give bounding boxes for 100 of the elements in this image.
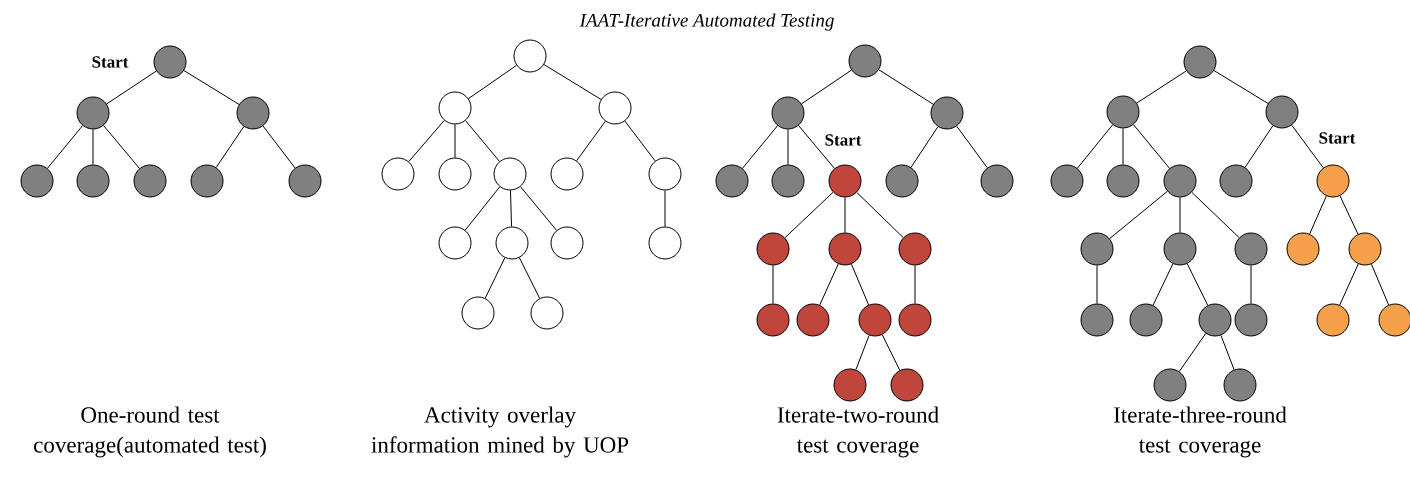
tree-node: [550, 226, 584, 260]
tree-edge: [454, 124, 456, 158]
tree-node: [438, 91, 472, 125]
tree-node: [288, 164, 322, 198]
tree-node: [858, 303, 892, 337]
tree-node: [598, 91, 632, 125]
tree-node: [1198, 303, 1232, 337]
tree-edge: [215, 126, 245, 168]
tree-node: [236, 96, 270, 130]
tree-edge: [464, 186, 501, 231]
tree-node: [381, 157, 415, 191]
tree-edge: [468, 64, 517, 100]
tree-node: [1153, 368, 1187, 402]
tree-node: [980, 164, 1014, 198]
tree-node: [1286, 232, 1320, 266]
start-label: Start: [1319, 132, 1356, 144]
tree-node: [1234, 232, 1268, 266]
tree-edge: [664, 190, 666, 227]
tree-edge: [1179, 197, 1181, 233]
caption: Iterate-three-round test coverage: [1114, 406, 1287, 458]
tree-node: [898, 232, 932, 266]
tree-node: [1265, 95, 1299, 129]
tree-node: [1163, 164, 1197, 198]
tree-edge: [914, 265, 916, 304]
tree-node: [828, 232, 862, 266]
tree-edge: [1191, 191, 1240, 239]
tree-node: [885, 164, 919, 198]
tree-node: [76, 96, 110, 130]
tree-edge: [772, 265, 774, 304]
tree-edge: [844, 197, 846, 233]
tree-node: [76, 164, 110, 198]
tree-edge: [518, 257, 541, 299]
tree-edge: [910, 126, 939, 168]
tree-edge: [1339, 195, 1359, 235]
tree-edge: [819, 263, 839, 306]
tree-edge: [784, 191, 834, 239]
tree-edge: [856, 192, 904, 238]
tree-node: [190, 164, 224, 198]
tree-edge: [624, 120, 656, 162]
tree-edge: [484, 257, 506, 299]
tree-edge: [1250, 265, 1252, 304]
tree-node: [828, 164, 862, 198]
tree-node: [1183, 45, 1217, 79]
tree-node: [530, 296, 564, 330]
tree-node: [1223, 368, 1257, 402]
tree-edge: [576, 120, 606, 162]
tree-node: [1080, 303, 1114, 337]
tree-node: [1106, 164, 1140, 198]
tree-edge: [1133, 124, 1170, 169]
tree-edge: [262, 125, 296, 169]
tree-node: [756, 232, 790, 266]
start-label: Start: [825, 134, 862, 146]
tree-node: [1378, 303, 1410, 337]
tree-node: [898, 303, 932, 337]
tree-node: [771, 96, 805, 130]
tree-edge: [1309, 195, 1327, 235]
tree-edge: [798, 125, 835, 169]
tree-node: [848, 44, 882, 78]
tree-node: [153, 45, 187, 79]
tree-node: [833, 368, 867, 402]
tree-edge: [47, 125, 84, 169]
tree-edge: [1186, 263, 1209, 306]
tree-edge: [183, 70, 240, 105]
tree-edge: [103, 125, 140, 169]
tree-edge: [787, 129, 789, 165]
tree-edge: [1213, 70, 1269, 104]
tree-edge: [742, 125, 778, 169]
tree-edge: [1152, 263, 1174, 306]
tree-node: [890, 368, 924, 402]
start-label: Start: [92, 56, 129, 68]
tree-node: [1129, 303, 1163, 337]
tree-edge: [881, 334, 901, 371]
tree-edge: [543, 64, 602, 100]
tree-node: [1316, 164, 1350, 198]
tree-node: [1234, 303, 1268, 337]
tree-edge: [1291, 124, 1324, 169]
tree-edge: [1096, 265, 1098, 304]
tree-edge: [465, 120, 500, 162]
tree-node: [438, 157, 472, 191]
tree-node: [715, 164, 749, 198]
caption: Activity overlay information mined by UOP: [371, 406, 629, 458]
tree-edge: [92, 129, 94, 165]
tree-edge: [510, 190, 513, 227]
tree-node: [930, 96, 964, 130]
tree-edge: [408, 119, 445, 162]
tree-node: [1163, 232, 1197, 266]
tree-edge: [1122, 128, 1124, 165]
caption: One-round test coverage(automated test): [34, 406, 266, 458]
tree-edge: [850, 263, 870, 306]
tree-edge: [855, 334, 870, 371]
tree-edge: [1136, 70, 1187, 104]
tree-node: [1080, 232, 1114, 266]
tree-edge: [520, 186, 557, 231]
tree-node: [1348, 232, 1382, 266]
tree-node: [756, 303, 790, 337]
tree-node: [1316, 303, 1350, 337]
tree-node: [796, 303, 830, 337]
tree-node: [495, 226, 529, 260]
tree-node: [771, 164, 805, 198]
tree-edge: [878, 69, 934, 105]
